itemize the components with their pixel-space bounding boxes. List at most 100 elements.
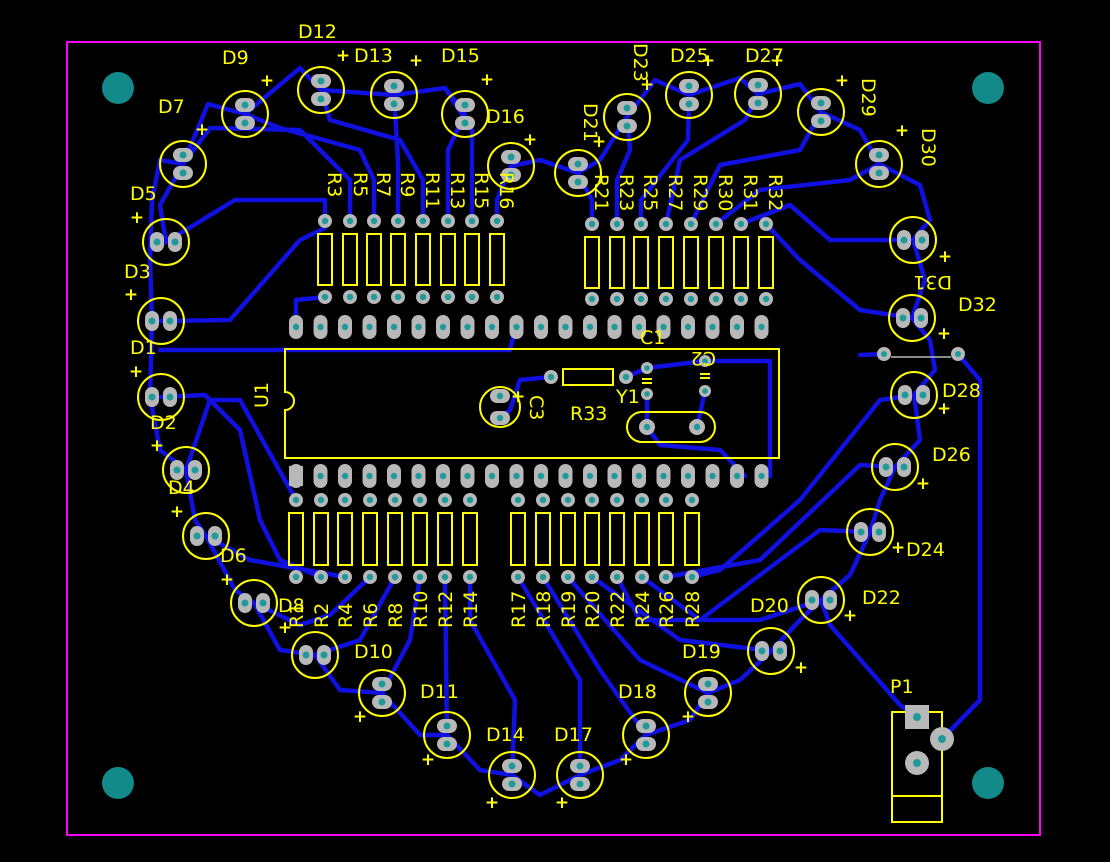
resistor-r30	[708, 217, 724, 306]
drill-hole	[317, 496, 325, 504]
resistor-label: R16	[495, 172, 517, 209]
drill-hole	[875, 169, 883, 177]
drill-hole	[613, 295, 621, 303]
resistor-r27	[658, 217, 674, 306]
led-outline	[871, 443, 919, 491]
resistor-r19	[560, 493, 576, 584]
copper-track	[158, 225, 328, 324]
drill-hole	[514, 496, 522, 504]
cap-outline	[479, 386, 521, 428]
resistor-label: R30	[714, 174, 736, 211]
resistor-label: R5	[349, 172, 371, 197]
resistor-r28	[684, 493, 700, 584]
resistor-label: R14	[460, 591, 482, 628]
led-label: D15	[441, 45, 480, 67]
drill-hole	[171, 238, 179, 246]
mount-hole	[102, 72, 134, 104]
drill-hole	[390, 472, 398, 480]
drill-hole	[241, 101, 249, 109]
copper-track	[663, 462, 898, 580]
drill-hole	[391, 573, 399, 581]
resistor-body	[609, 512, 625, 566]
drill-hole	[464, 323, 471, 331]
copper-track	[565, 574, 711, 696]
resistor-label: R20	[582, 591, 604, 628]
drill-hole	[913, 759, 921, 767]
copper-track	[644, 391, 748, 479]
drill-hole	[644, 365, 650, 371]
drill-hole	[317, 323, 324, 331]
drill-hole	[737, 220, 745, 228]
resistor-body	[683, 236, 699, 289]
copper-tracks	[147, 65, 983, 798]
plus-marker: +	[619, 750, 633, 770]
mount-hole	[972, 72, 1004, 104]
drill-hole	[687, 295, 695, 303]
drill-hole	[817, 99, 825, 107]
drill-hole	[611, 472, 618, 480]
drill-hole	[712, 295, 720, 303]
board-outline	[66, 41, 1041, 836]
drill-hole	[179, 169, 187, 177]
resistor-body	[584, 236, 600, 289]
drill-hole	[514, 573, 522, 581]
resistor-r12	[437, 493, 453, 584]
resistor-r14	[462, 493, 478, 584]
plus-marker: +	[511, 387, 525, 407]
led-d19	[684, 669, 732, 717]
drill-hole	[537, 472, 545, 480]
plus-marker: +	[278, 618, 292, 638]
resistor-label: R11	[421, 172, 443, 209]
drill-hole	[443, 722, 451, 730]
component-label: C1	[640, 327, 665, 349]
resistor-body	[337, 512, 353, 566]
copper-track	[183, 397, 299, 503]
drill-hole	[461, 101, 469, 109]
resistor-label: R4	[335, 603, 357, 628]
led-label: D5	[130, 183, 157, 205]
drill-hole	[623, 104, 631, 112]
copper-track	[391, 92, 401, 224]
drill-hole	[938, 735, 946, 743]
led-label: D2	[150, 412, 177, 434]
led-label: D25	[670, 45, 709, 67]
drill-hole	[341, 472, 349, 480]
drill-hole	[415, 472, 422, 480]
resistor-r22	[609, 493, 625, 584]
resistor-body	[462, 512, 478, 566]
resistor-label: R8	[385, 603, 407, 628]
led-outline	[358, 669, 406, 717]
drill-hole	[574, 160, 582, 168]
plus-marker: +	[937, 399, 951, 419]
resistor-body	[412, 512, 428, 566]
led-d1	[137, 373, 185, 421]
drill-hole	[688, 573, 696, 581]
copper-track	[158, 392, 324, 580]
plus-marker: +	[681, 707, 695, 727]
drill-hole	[439, 323, 447, 331]
drill-hole	[191, 466, 199, 474]
plus-marker: +	[170, 502, 184, 522]
drill-hole	[496, 414, 504, 422]
copper-track	[442, 85, 475, 224]
crystal-y1	[626, 411, 716, 443]
plus-marker: +	[938, 247, 952, 267]
led-outline	[487, 142, 535, 190]
drill-hole	[366, 472, 373, 480]
resistor-body	[440, 233, 456, 286]
drill-hole	[709, 323, 716, 331]
led-label: D29	[857, 78, 879, 117]
led-label: D27	[745, 45, 784, 67]
led-label: D23	[629, 43, 651, 82]
drill-hole	[688, 496, 696, 504]
ic-outline	[284, 348, 780, 459]
drill-hole	[539, 496, 547, 504]
drill-hole	[638, 496, 646, 504]
copper-track	[242, 65, 468, 117]
led-label: D28	[942, 380, 981, 402]
plus-marker: +	[592, 132, 606, 152]
drill-hole	[684, 323, 692, 331]
drill-hole	[709, 472, 716, 480]
led-d5	[142, 218, 190, 266]
drill-hole	[702, 358, 708, 364]
